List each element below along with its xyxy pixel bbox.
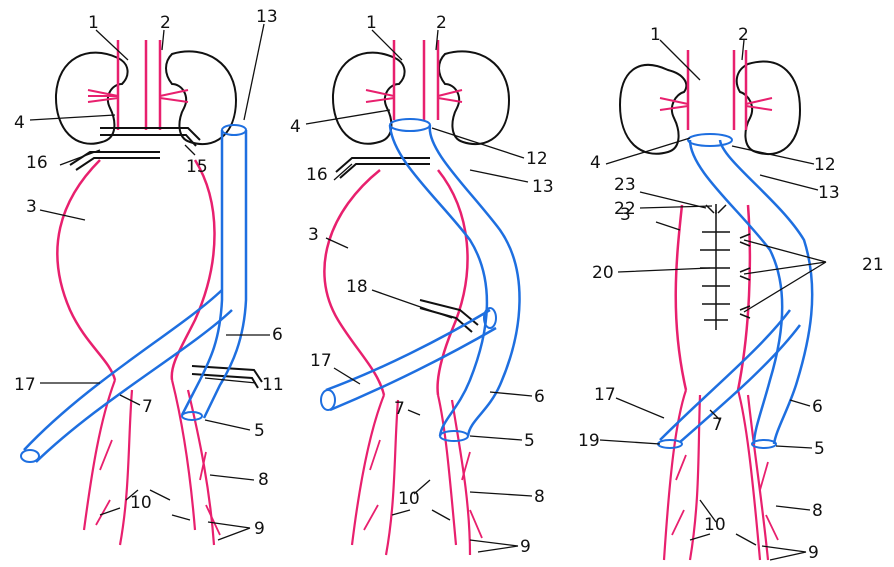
label-middle-13: 13 [532,177,554,197]
aorta-upper [146,40,160,130]
label-left-8: 8 [258,470,269,490]
label-right-3: 3 [620,205,631,225]
label-right-6: 6 [812,397,823,417]
label-middle-12: 12 [526,149,548,169]
panel-right: 1 2 4 12 13 23 22 3 20 21 17 6 19 7 5 8 … [578,25,884,563]
vein-graft-crossing [660,310,800,442]
label-middle-10: 10 [398,489,420,509]
iliac-arteries [352,395,470,555]
vein-graft-crossing [326,310,496,410]
vein-graft-end-bottom [21,450,39,462]
label-middle-18: 18 [346,277,368,297]
label-left-6: 6 [272,325,283,345]
vein-graft-end-top [222,125,246,135]
vein-graft-main [390,125,520,436]
label-right-1: 1 [650,25,661,45]
label-left-4: 4 [14,113,25,133]
vein-graft-end-bottom [321,390,335,410]
anastomosis-distal-left [658,440,682,448]
label-middle-6: 6 [534,387,545,407]
label-right-7: 7 [712,415,723,435]
label-middle-16: 16 [306,165,328,185]
vein-graft-main [690,140,812,444]
label-left-3: 3 [26,197,37,217]
label-left-10: 10 [130,493,152,513]
label-right-17: 17 [594,385,616,405]
label-right-13: 13 [818,183,840,203]
label-middle-1: 1 [366,13,377,33]
anastomosis-proximal [688,134,732,146]
label-middle-3: 3 [308,225,319,245]
label-right-23: 23 [614,175,636,195]
ligated-branches [706,204,750,318]
label-right-19: 19 [578,431,600,451]
labels-left: 1 2 4 13 16 15 3 6 17 11 7 5 8 10 9 [14,7,284,539]
branch-arteries [364,440,482,538]
aneurysm-sac [57,160,214,380]
label-right-8: 8 [812,501,823,521]
label-middle-7: 7 [394,399,405,419]
labels-middle: 1 2 4 12 16 13 3 18 17 6 7 5 8 10 9 [290,13,554,557]
renal-vessels-left [366,90,394,102]
label-middle-9: 9 [520,537,531,557]
label-middle-4: 4 [290,117,301,137]
label-left-2: 2 [160,13,171,33]
leader-lines-right [600,40,826,560]
label-right-12: 12 [814,155,836,175]
label-middle-17: 17 [310,351,332,371]
right-kidney [166,51,236,144]
clamp-upper [100,128,200,146]
label-right-9: 9 [808,543,819,563]
label-right-20: 20 [592,263,614,283]
renal-vessels-right [160,90,188,102]
label-left-7: 7 [142,397,153,417]
left-kidney [620,65,686,154]
label-left-13: 13 [256,7,278,27]
panel-left: 1 2 4 13 16 15 3 6 17 11 7 5 8 10 9 [14,7,284,545]
labels-right: 1 2 4 12 13 23 22 3 20 21 17 6 19 7 5 8 … [578,25,884,563]
clamp-iliac [420,300,478,332]
label-middle-2: 2 [436,13,447,33]
label-right-2: 2 [738,25,749,45]
label-middle-8: 8 [534,487,545,507]
label-left-1: 1 [88,13,99,33]
label-left-16: 16 [26,153,48,173]
label-middle-5: 5 [524,431,535,451]
leader-lines-middle [306,30,532,552]
renal-vessels-left [88,90,118,102]
label-right-10: 10 [704,515,726,535]
anastomosis-distal [752,440,776,448]
right-kidney [439,51,509,144]
label-right-21: 21 [862,255,884,275]
label-left-5: 5 [254,421,265,441]
clamp-lower [70,152,160,170]
aorta-upper [424,40,438,120]
leader-lines-left [30,24,270,540]
panel-middle: 1 2 4 12 16 13 3 18 17 6 7 5 8 10 9 [290,13,554,557]
anastomosis-proximal [390,119,430,131]
label-left-9: 9 [254,519,265,539]
label-left-17: 17 [14,375,36,395]
sac-suture-line [700,210,730,330]
label-left-15: 15 [186,157,208,177]
label-left-11: 11 [262,375,284,395]
anastomosis-distal [182,412,202,420]
label-right-4: 4 [590,153,601,173]
label-right-5: 5 [814,439,825,459]
